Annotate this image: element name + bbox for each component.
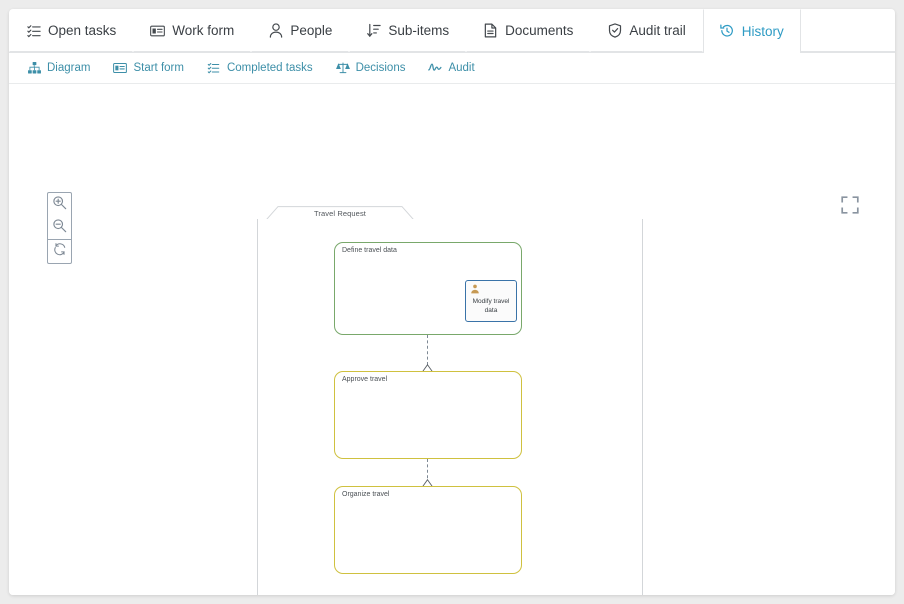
task-label: Modify travel data xyxy=(472,298,510,314)
signature-icon xyxy=(428,62,442,75)
toolbar-divider xyxy=(48,239,71,240)
zoom-out-button[interactable] xyxy=(48,216,71,239)
sitemap-icon xyxy=(27,62,41,75)
magnifier-plus-icon xyxy=(52,195,67,215)
tab-people[interactable]: People xyxy=(251,9,350,52)
history-icon xyxy=(720,24,735,39)
tab-sub-items[interactable]: Sub-items xyxy=(349,9,467,52)
case-plan-header-shape xyxy=(266,206,414,220)
tab-label: Open tasks xyxy=(48,23,117,38)
stage-organize-travel[interactable]: Organize travel xyxy=(334,486,522,574)
stage-approve-travel[interactable]: Approve travel xyxy=(334,371,522,459)
subnav-item-completed-tasks[interactable]: Completed tasks xyxy=(201,62,327,75)
sort-list-icon xyxy=(366,23,381,38)
tab-label: History xyxy=(741,23,784,39)
tab-history[interactable]: History xyxy=(702,9,801,53)
task-list-icon xyxy=(207,62,221,75)
task-modify-travel-data[interactable]: Modify travel data xyxy=(465,280,517,322)
fullscreen-icon xyxy=(841,196,859,218)
scales-icon xyxy=(335,62,350,75)
connector-approve-to-organize xyxy=(427,459,429,489)
tab-label: Audit trail xyxy=(629,23,686,38)
stage-define-travel-data[interactable]: Define travel data Modify travel data xyxy=(334,242,522,335)
subnav-label: Decisions xyxy=(355,62,406,74)
tab-open-tasks[interactable]: Open tasks xyxy=(9,9,134,52)
page-card: Open tasks Work form People xyxy=(9,9,895,595)
subnav-item-decisions[interactable]: Decisions xyxy=(330,62,420,75)
shield-check-icon xyxy=(607,23,622,38)
tab-label: Documents xyxy=(505,23,574,38)
tab-audit-trail[interactable]: Audit trail xyxy=(590,9,703,52)
stage-label: Organize travel xyxy=(342,491,390,498)
tab-work-form[interactable]: Work form xyxy=(133,9,252,52)
case-plan-model[interactable]: Travel Request Define travel data Modify… xyxy=(257,206,643,595)
zoom-toolbar xyxy=(47,192,72,264)
zoom-in-button[interactable] xyxy=(48,193,71,216)
tab-documents[interactable]: Documents xyxy=(466,9,591,52)
person-icon xyxy=(268,23,283,38)
connector-define-to-approve xyxy=(427,335,429,365)
case-plan-body: Define travel data Modify travel data xyxy=(257,219,643,595)
tab-label: People xyxy=(290,23,333,38)
reset-view-button[interactable] xyxy=(48,240,71,263)
diagram-canvas[interactable]: Travel Request Define travel data Modify… xyxy=(9,84,895,595)
task-list-icon xyxy=(26,23,41,38)
subnav-item-diagram[interactable]: Diagram xyxy=(21,62,104,75)
primary-tabbar: Open tasks Work form People xyxy=(9,9,895,53)
refresh-icon xyxy=(53,242,67,261)
stage-label: Approve travel xyxy=(342,376,388,383)
fullscreen-button[interactable] xyxy=(841,196,859,214)
magnifier-minus-icon xyxy=(52,218,67,238)
tabbar-filler xyxy=(800,9,895,52)
stage-label: Define travel data xyxy=(342,247,397,254)
secondary-nav: Diagram Start form Completed tasks xyxy=(9,53,895,84)
subnav-label: Audit xyxy=(448,62,475,74)
subnav-label: Completed tasks xyxy=(226,62,313,74)
form-icon xyxy=(113,62,128,75)
subnav-item-start-form[interactable]: Start form xyxy=(107,62,197,75)
tab-label: Work form xyxy=(172,23,235,38)
subnav-label: Start form xyxy=(133,62,184,74)
subnav-label: Diagram xyxy=(47,62,91,74)
form-icon xyxy=(150,23,166,38)
document-icon xyxy=(483,23,498,38)
case-plan-title: Travel Request xyxy=(314,208,366,218)
human-task-icon xyxy=(471,284,479,294)
subnav-item-audit[interactable]: Audit xyxy=(422,62,488,75)
tab-label: Sub-items xyxy=(388,23,450,38)
